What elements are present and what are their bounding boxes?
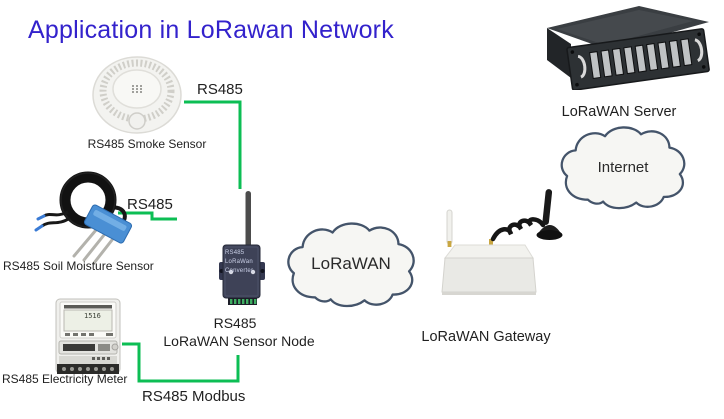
sensor-node-graphic: [219, 191, 265, 305]
electricity-meter-image: [54, 297, 124, 382]
soil-sensor-body: [83, 204, 133, 244]
server-graphic: [547, 6, 710, 91]
gateway-label: LoRaWAN Gateway: [421, 329, 551, 345]
smoke-sensor-image: [90, 53, 185, 144]
node-terminal-pins: [230, 299, 257, 304]
gateway-image: [435, 185, 565, 305]
page-title: Application in LoRawan Network: [28, 16, 394, 44]
lorawan-cloud-label: LoRaWAN: [311, 254, 391, 273]
meter-display-reading: 1516: [84, 312, 101, 320]
sensor-node-image: [205, 186, 275, 313]
lorawan-cloud: LoRaWAN: [282, 218, 420, 310]
smoke-sensor-grille: [132, 85, 142, 93]
node-faceplate-line1: RS485: [225, 250, 245, 256]
electricity-meter-graphic: [55, 298, 121, 374]
server-image: [543, 2, 713, 95]
meter-midrow: [92, 357, 110, 360]
soil-sensor-label: RS485 Soil Moisture Sensor: [3, 259, 154, 273]
sensor-node-label-top: RS485: [213, 315, 257, 331]
server-front-panel: [566, 28, 710, 91]
modbus-link-label: RS485 Modbus: [142, 388, 246, 405]
sensor-node-label-bottom: LoRaWAN Sensor Node: [163, 333, 315, 349]
smoke-sensor-graphic: [92, 56, 182, 134]
node-faceplate-line3: Converter: [225, 268, 254, 274]
meter-terminals: [62, 367, 114, 371]
node-faceplate-text: RS485 LoRaWan Converter: [225, 249, 265, 276]
internet-cloud-label: Internet: [597, 158, 649, 176]
server-vent-slots: [589, 38, 693, 79]
server-label: LoRaWAN Server: [561, 104, 677, 120]
lorawan-cloud-shape: [287, 222, 415, 308]
gateway-graphic: [441, 189, 563, 295]
electricity-meter-label: RS485 Electricity Meter: [2, 372, 128, 386]
server-screws: [570, 32, 706, 87]
smoke-link-label: RS485: [197, 81, 243, 98]
smoke-sensor-label: RS485 Smoke Sensor: [87, 137, 207, 151]
soil-sensor-prongs: [72, 228, 114, 265]
internet-cloud: Internet: [556, 122, 690, 212]
soil-sensor-graphic: [34, 171, 133, 265]
meter-buttons: [65, 333, 113, 336]
soil-sensor-image: [28, 168, 138, 273]
internet-cloud-shape: [560, 126, 686, 210]
soil-link-label: RS485: [127, 196, 173, 213]
node-faceplate-line2: LoRaWan: [225, 259, 253, 265]
soil-sensor-connectors: [34, 214, 46, 232]
